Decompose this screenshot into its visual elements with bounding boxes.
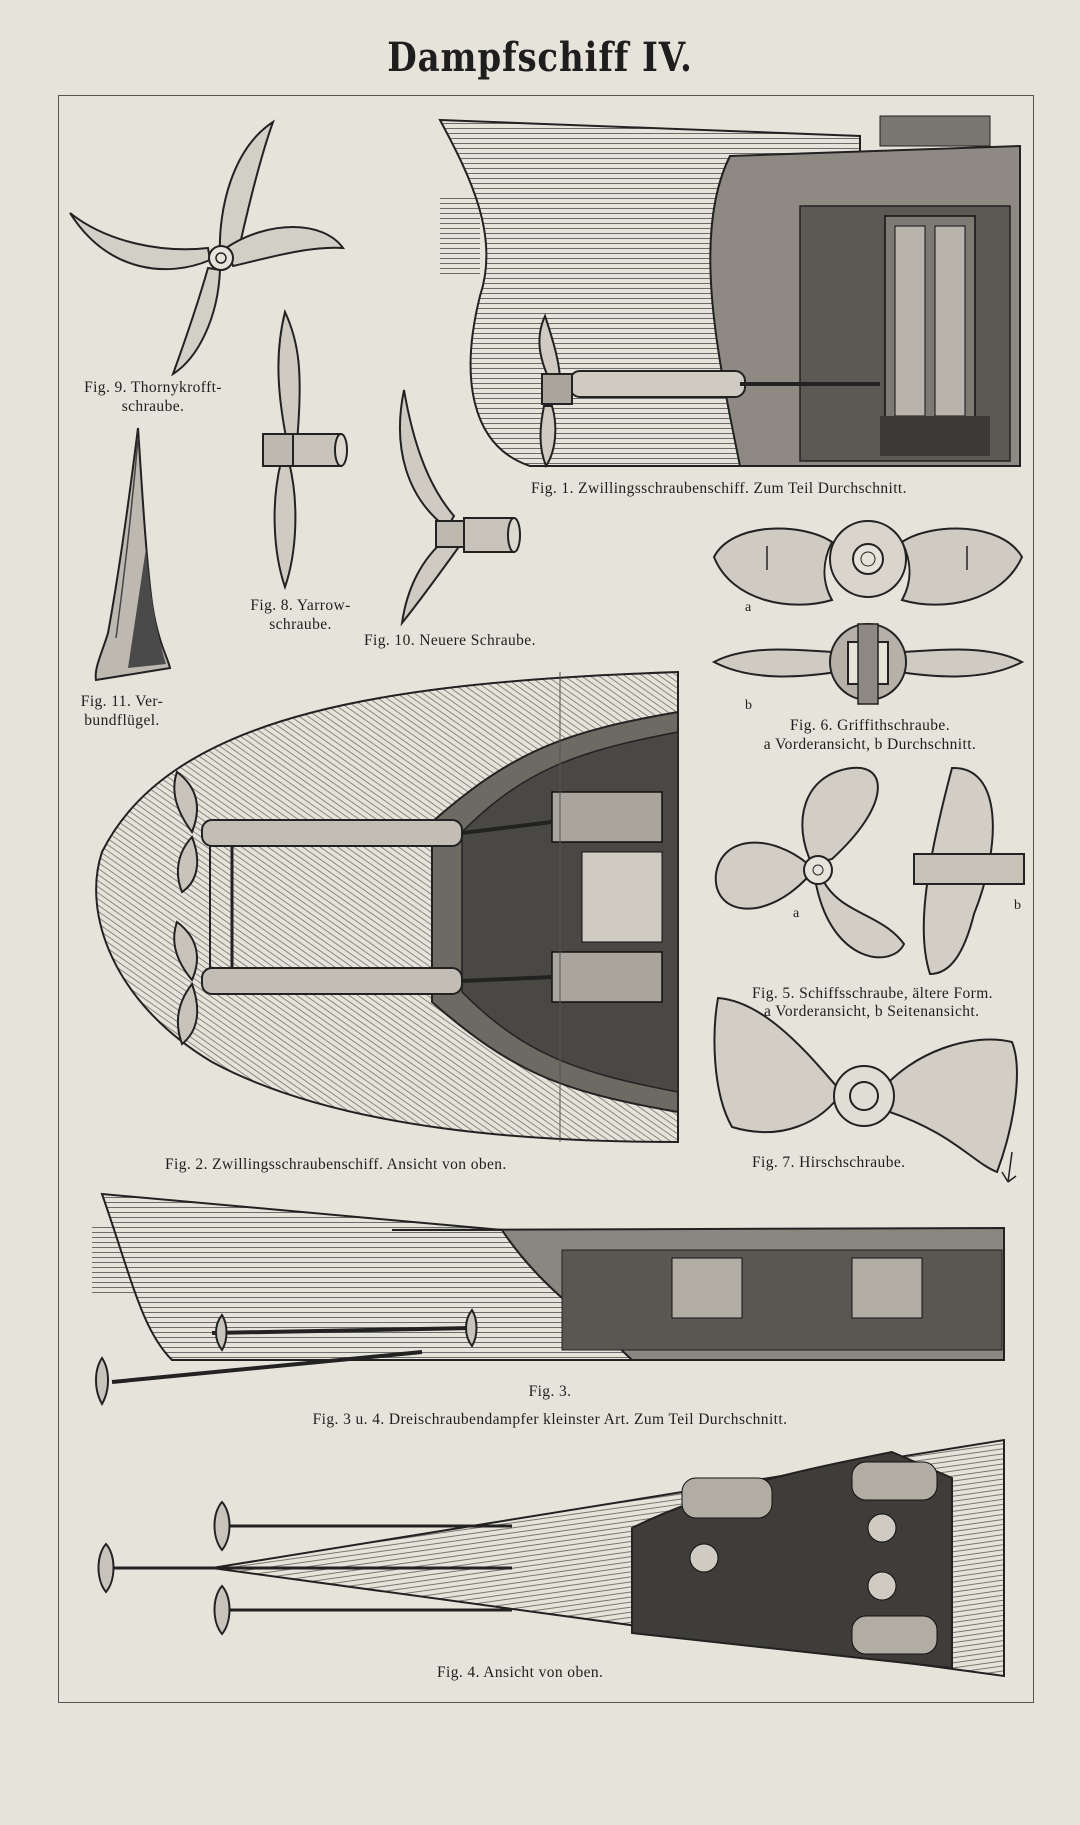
fig5-label-a: a bbox=[793, 906, 800, 921]
fig9-caption-line2: schraube. bbox=[121, 398, 185, 415]
fig5-label-b: b bbox=[1014, 898, 1021, 913]
fig1-caption: Fig. 1. Zwillingsschraubenschiff. Zum Te… bbox=[531, 480, 907, 497]
fig4-triple-screw-top-view bbox=[97, 1438, 1005, 1678]
fig2-twin-screw-top-view bbox=[95, 670, 679, 1144]
fig4-caption: Fig. 4. Ansicht von oben. bbox=[437, 1664, 604, 1681]
fig3u4-caption: Fig. 3 u. 4. Dreischraubendampfer kleins… bbox=[312, 1411, 788, 1428]
fig5-caption-line1: Fig. 5. Schiffsschraube, ältere Form. bbox=[752, 985, 993, 1002]
fig9-caption-line1: Fig. 9. Thornykrofft- bbox=[84, 379, 222, 396]
fig11-caption-line2: bundflügel. bbox=[84, 712, 160, 729]
fig8-yarrow-propeller bbox=[262, 309, 348, 591]
fig10-neuere-propeller bbox=[398, 389, 521, 627]
fig6-caption-line1: Fig. 6. Griffithschraube. bbox=[790, 717, 950, 734]
fig7-caption: Fig. 7. Hirschschraube. bbox=[752, 1154, 906, 1171]
fig6-label-a: a bbox=[745, 600, 752, 615]
fig3-triple-screw-side bbox=[92, 1192, 1005, 1407]
fig9-thornykrofft-propeller bbox=[69, 119, 346, 377]
fig10-caption: Fig. 10. Neuere Schraube. bbox=[364, 632, 536, 649]
fig11-caption-line1: Fig. 11. Ver- bbox=[80, 693, 164, 710]
fig1-twin-screw-ship-section bbox=[438, 115, 1021, 469]
fig8-caption-line1: Fig. 8. Yarrow- bbox=[250, 597, 351, 614]
fig5-old-propeller bbox=[714, 766, 1025, 976]
fig5-caption-line2: a Vorderansicht, b Seitenansicht. bbox=[764, 1003, 980, 1020]
fig7-hirsch-propeller bbox=[713, 996, 1018, 1183]
plate-frame bbox=[58, 95, 1034, 1703]
page-title: Dampfschiff IV. bbox=[387, 34, 693, 81]
fig6-label-b: b bbox=[745, 698, 752, 713]
fig6-griffith-propeller bbox=[711, 520, 1025, 705]
fig3-caption: Fig. 3. bbox=[528, 1383, 572, 1400]
fig11-verbundfluegel bbox=[94, 427, 172, 682]
fig8-caption-line2: schraube. bbox=[269, 616, 332, 633]
fig6-caption-line2: a Vorderansicht, b Durchschnitt. bbox=[763, 736, 977, 753]
fig2-caption: Fig. 2. Zwillingsschraubenschiff. Ansich… bbox=[165, 1156, 507, 1173]
